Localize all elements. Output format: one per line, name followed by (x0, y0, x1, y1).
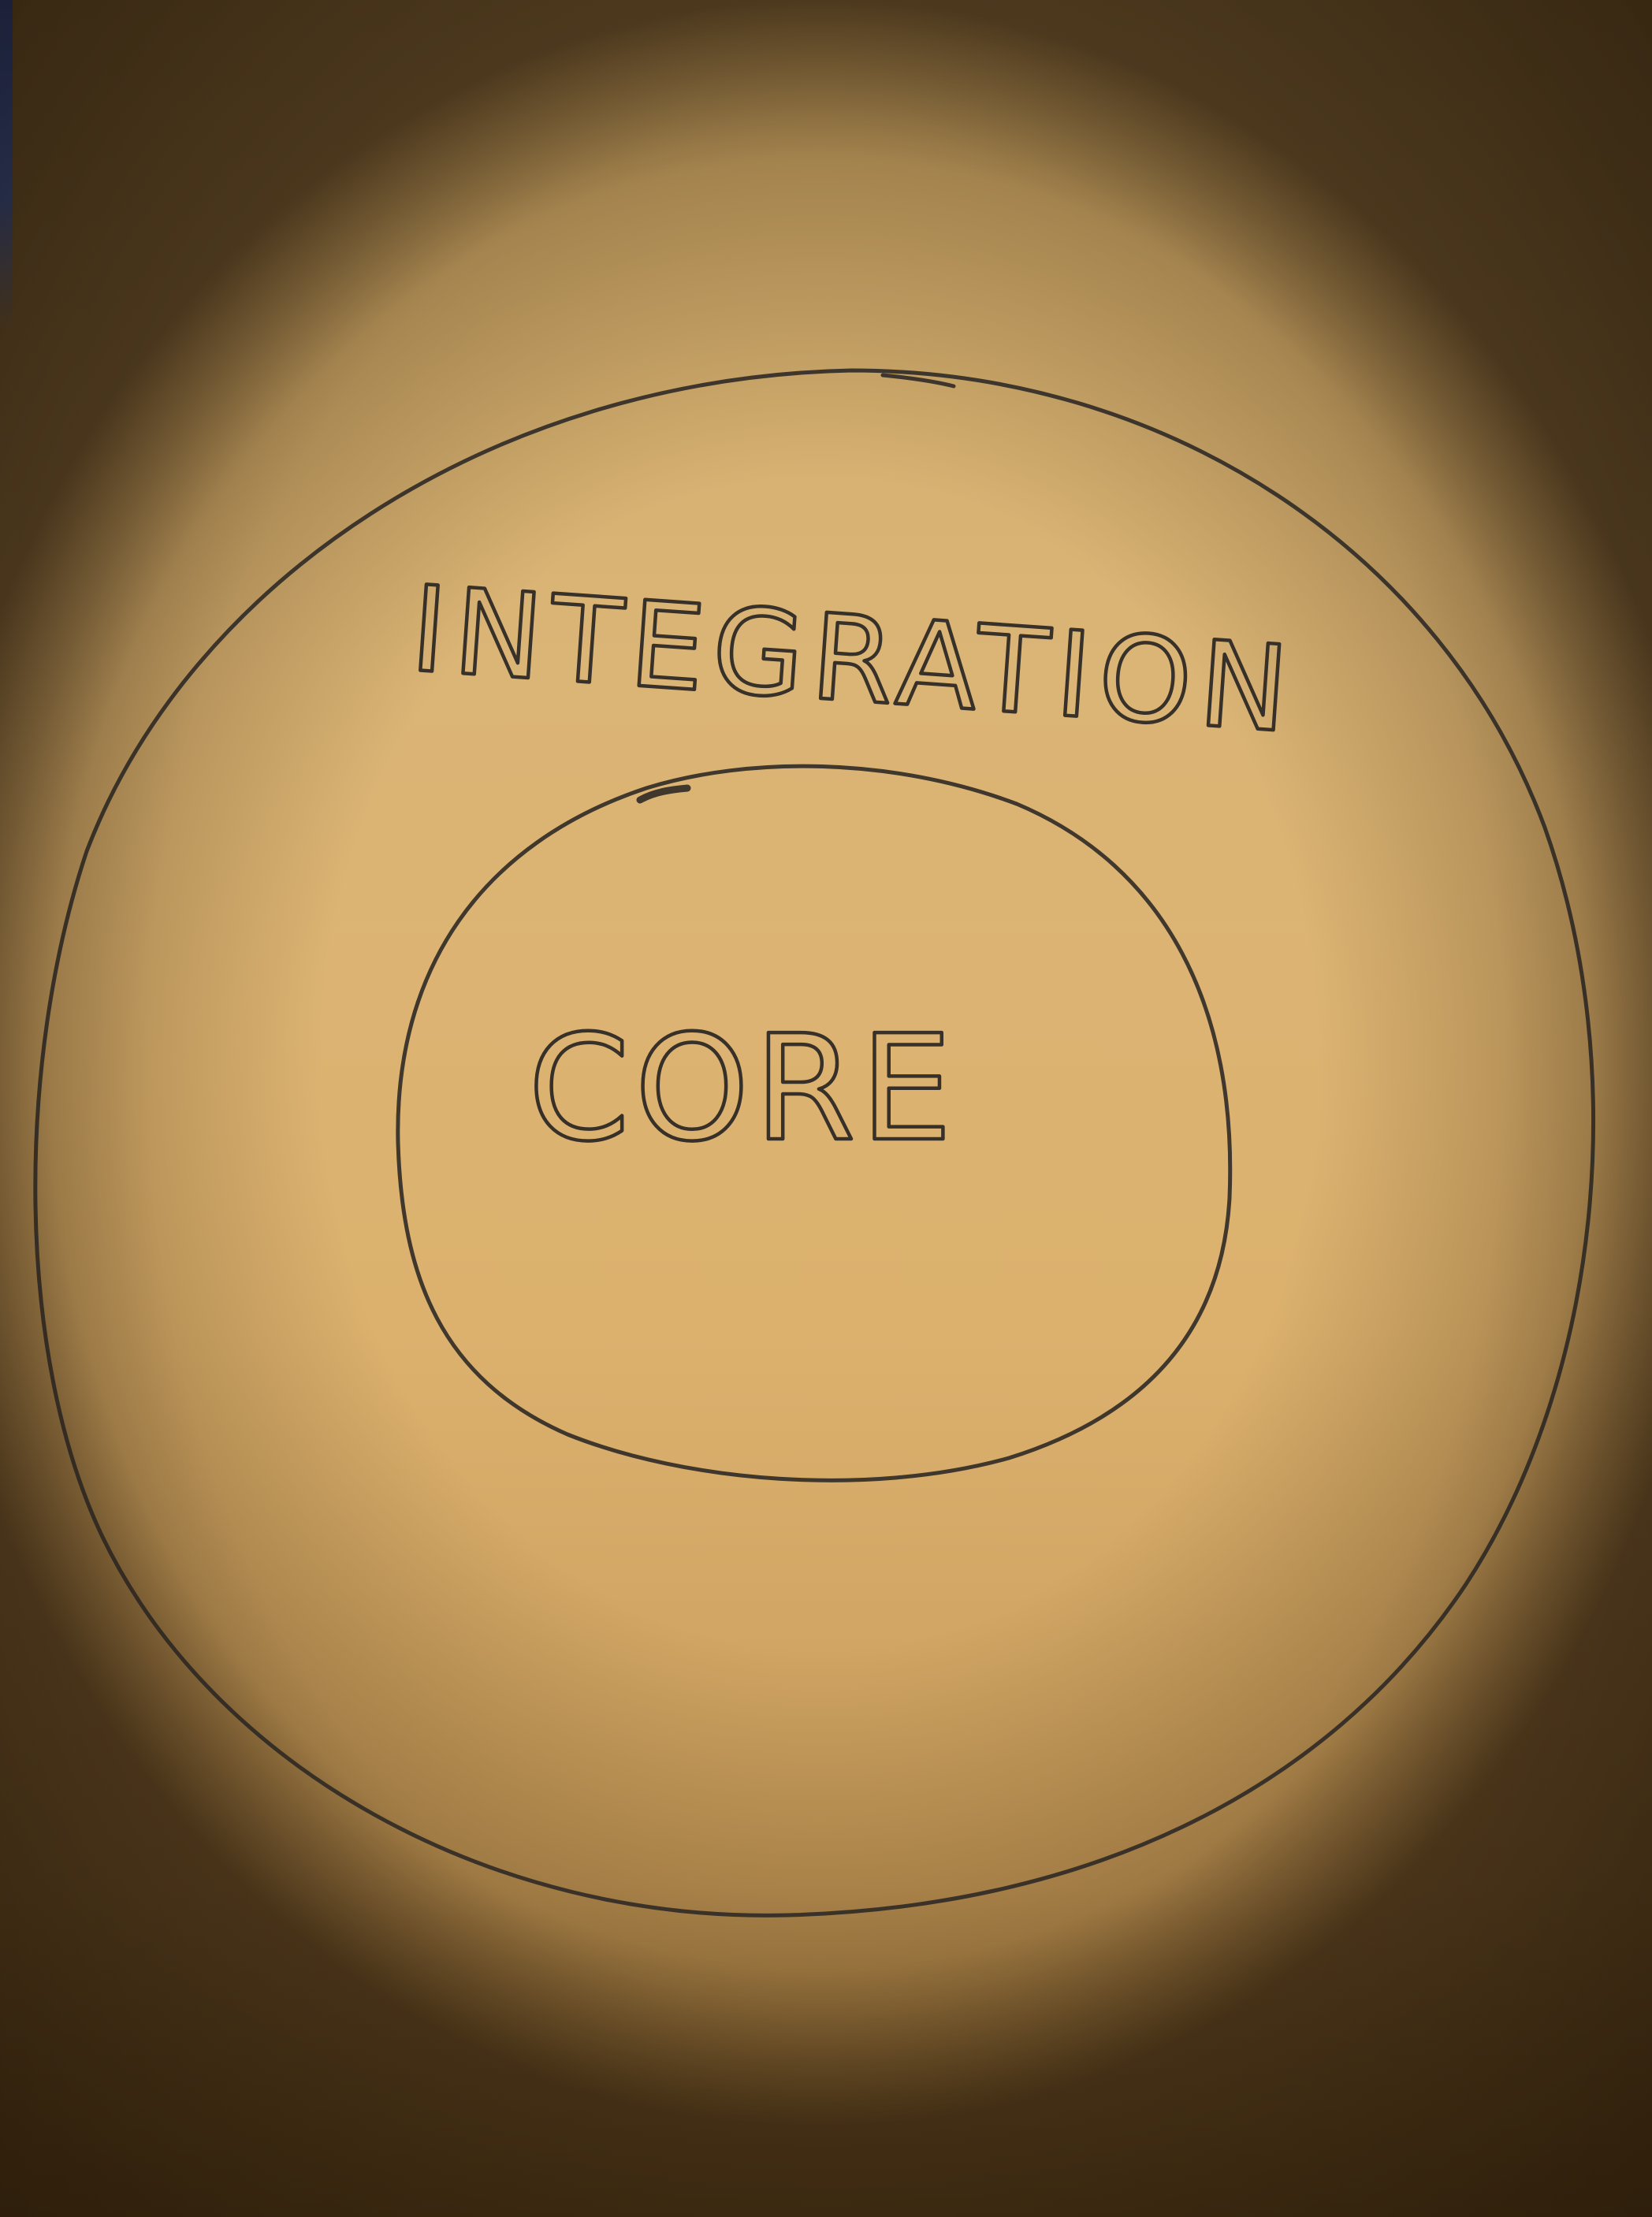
outer-ring-label: INTEGRATION (407, 561, 1300, 760)
core-label: CORE (528, 1003, 957, 1174)
